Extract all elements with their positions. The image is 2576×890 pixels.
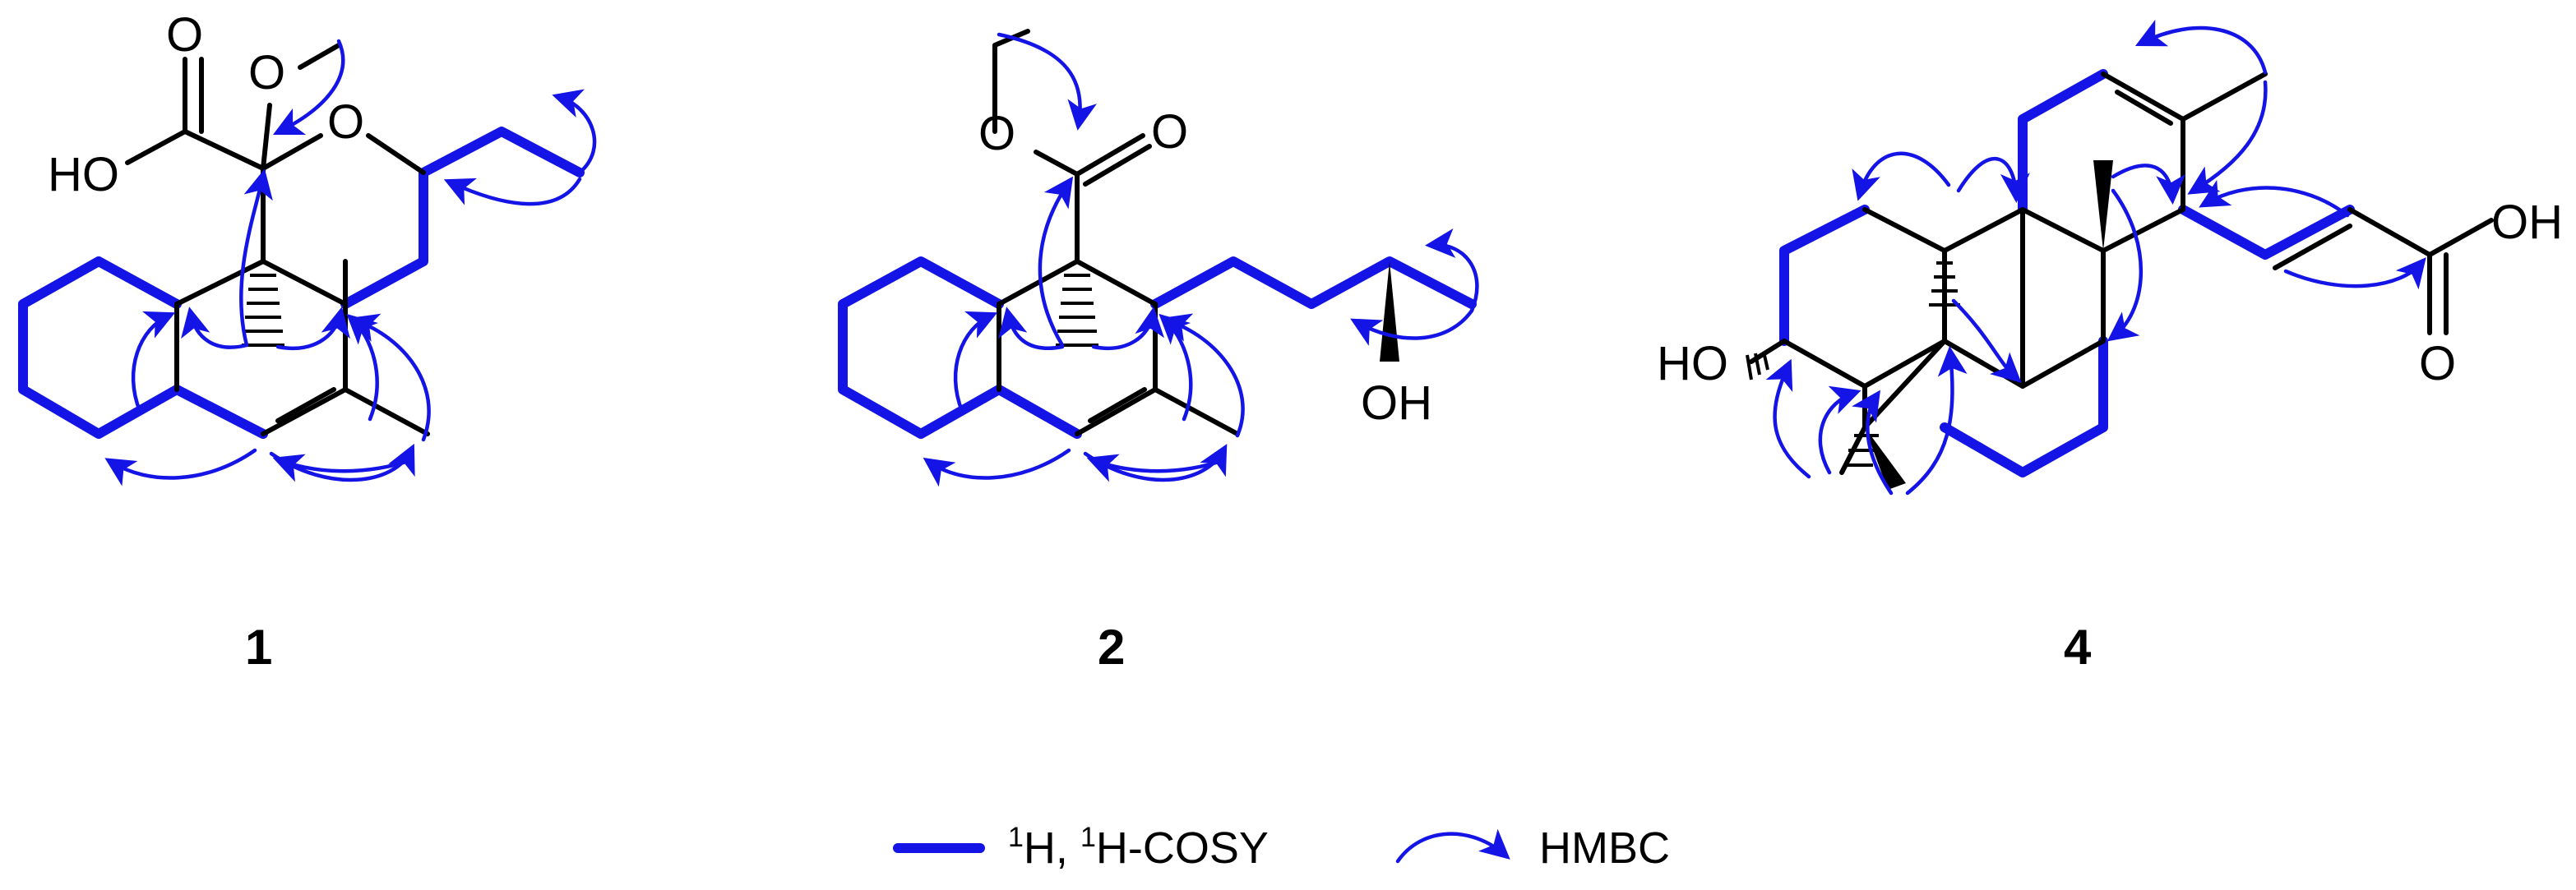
compound-1-bonds: [125, 43, 430, 436]
compound-4-bonds: [1749, 71, 2494, 475]
compound-4-hydroxyl: HO: [1657, 337, 1728, 390]
compound-4-hmbc-arrows: [1765, 19, 2426, 496]
compound-1-label: 1: [245, 620, 272, 675]
compound-1-ring-oxygen: O: [327, 95, 364, 149]
legend: 1H, 1H-COSY HMBC: [893, 822, 1670, 873]
compound-4-carbonyl-oxygen: O: [2419, 337, 2456, 390]
compound-1-structure: O O O HO 1: [18, 8, 597, 675]
compound-2-hashed-wedge: [1056, 274, 1098, 347]
compound-2-solid-wedge: [1380, 261, 1399, 362]
compound-2-label: 2: [1098, 620, 1125, 675]
compound-4-solid-wedge-1: [2093, 160, 2113, 251]
compound-4-acid-hydroxyl: OH: [2491, 196, 2563, 249]
compound-4-label: 4: [2064, 620, 2092, 675]
compound-2-bonds: [992, 29, 1240, 436]
compound-1-hashed-wedge: [242, 274, 284, 347]
compound-2-carbonyl-oxygen: O: [1151, 105, 1188, 159]
compound-4-structure: HO OH O 4: [1657, 19, 2563, 675]
compound-1-methoxy-oxygen: O: [248, 46, 285, 99]
compound-4-solid-wedge-2: [1865, 427, 1906, 490]
legend-cosy-label: 1H, 1H-COSY: [1008, 822, 1269, 873]
compound-2-hydroxyl: OH: [1361, 376, 1432, 430]
compound-1-hydroxyl: HO: [48, 148, 119, 201]
legend-hmbc-arrow: [1395, 828, 1510, 864]
compound-2-ester-oxygen: O: [978, 107, 1015, 160]
compound-2-hmbc-arrows: [923, 32, 1479, 487]
compound-1-hmbc-arrows: [104, 39, 597, 487]
compound-2-structure: O O OH 2: [838, 29, 1479, 675]
legend-hmbc-label: HMBC: [1539, 823, 1670, 873]
compound-1-carbonyl-oxygen: O: [166, 8, 203, 62]
